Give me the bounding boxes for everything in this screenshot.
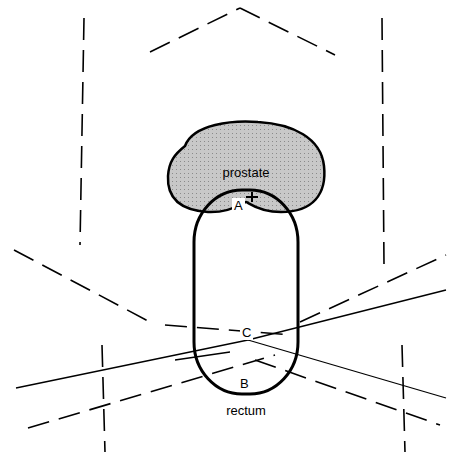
point-letter: A [232,198,245,213]
prostate-label: prostate [223,165,270,180]
prostate-organ: prostate [163,116,329,220]
point-letter: B [238,376,251,391]
rectum-label: rectum [226,403,266,418]
point-letter: C [240,325,253,340]
